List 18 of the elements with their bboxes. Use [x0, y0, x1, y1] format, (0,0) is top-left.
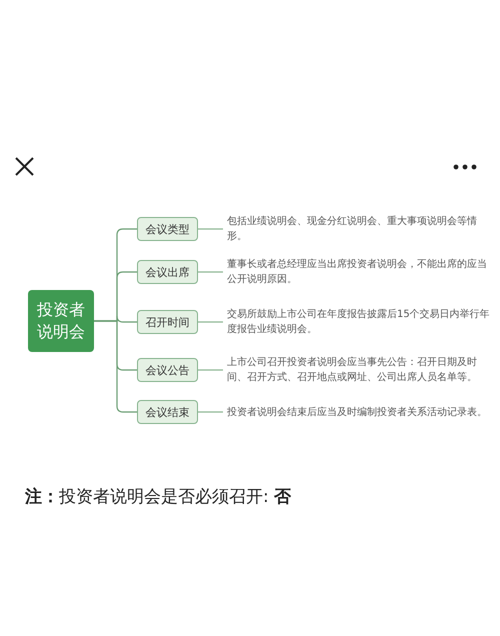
category-box: 会议出席	[137, 260, 198, 284]
connector-line	[198, 321, 223, 323]
description-text: 投资者说明会结束后应当及时编制投资者关系活动记录表。	[227, 406, 487, 420]
root-node: 投资者说明会	[28, 290, 94, 352]
category-box: 会议公告	[137, 358, 198, 382]
category-box: 会议结束	[137, 400, 198, 424]
connector-line	[198, 369, 223, 371]
connector-line	[198, 411, 223, 413]
description-text: 包括业绩说明会、现金分红说明会、重大事项说明会等情形。	[227, 214, 478, 244]
note-text: 注：投资者说明会是否必须召开: 否	[25, 486, 292, 508]
description-text: 上市公司召开投资者说明会应当事先公告：召开日期及时间、召开方式、召开地点或网址、公司出席人员名单等。	[227, 356, 478, 385]
connector-line	[198, 228, 223, 230]
connector-line	[198, 271, 223, 273]
connector-line	[94, 320, 137, 413]
description-text: 交易所鼓励上市公司在年度报告披露后15个交易日内举行年度报告业绩说明会。	[227, 308, 491, 337]
category-box: 会议类型	[137, 217, 198, 241]
description-text: 董事长或者总经理应当出席投资者说明会，不能出席的应当公开说明原因。	[227, 258, 488, 287]
category-box: 召开时间	[137, 310, 198, 334]
